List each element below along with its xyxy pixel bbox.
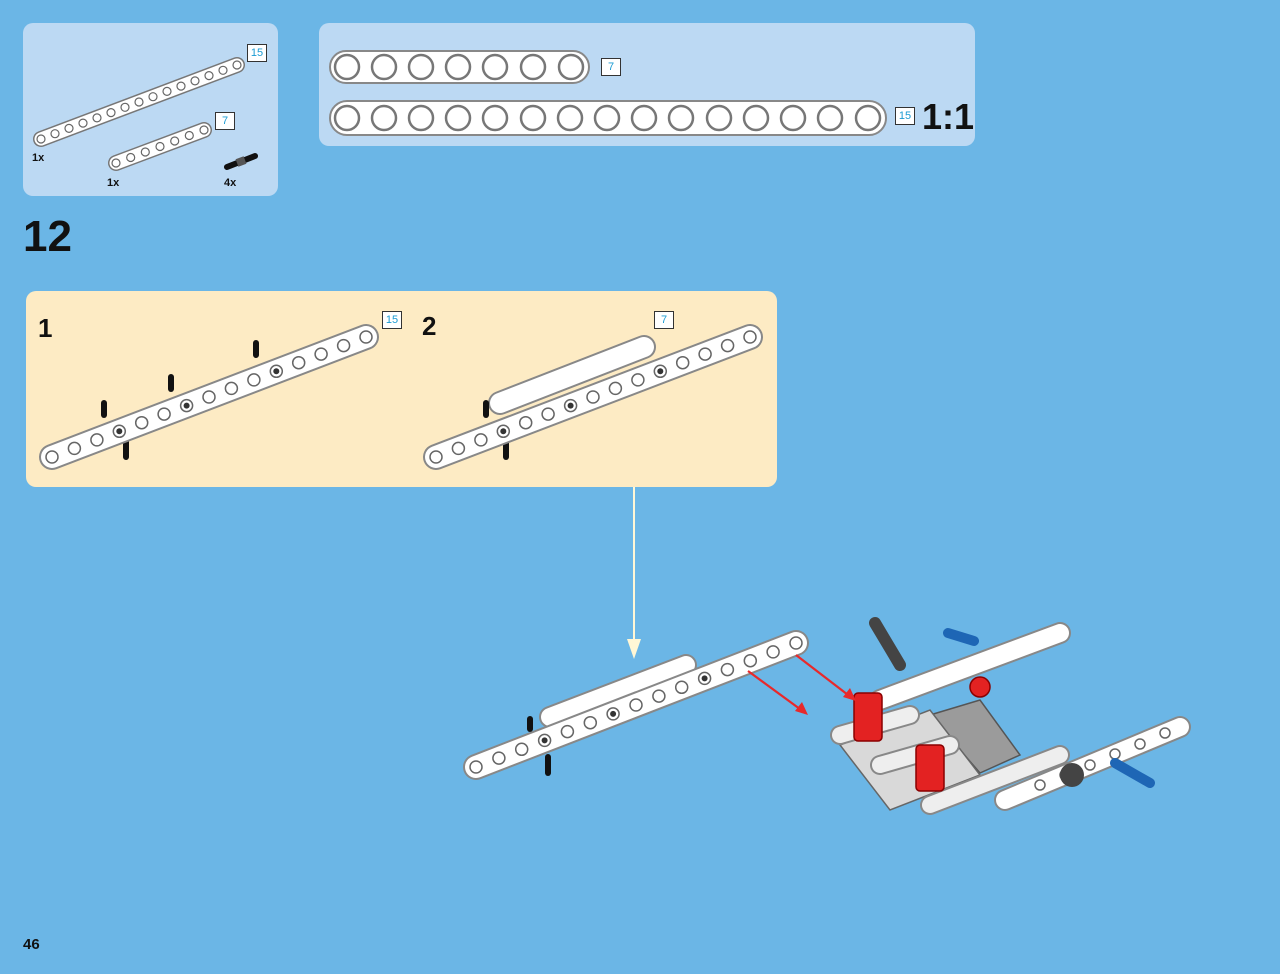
ruler-illustration [329, 50, 887, 136]
beam-15-part [33, 57, 245, 147]
ruler-beam-15 [329, 100, 887, 136]
beam-7-length-label: 7 [215, 112, 235, 130]
substep-2-assembly [423, 324, 763, 470]
beam-15-length-label: 15 [247, 44, 267, 62]
parts-list-illustration [33, 57, 258, 171]
substep-1-assembly [39, 324, 379, 470]
ruler-panel: 7 15 1:1 [319, 23, 975, 146]
substeps-panel: 1 15 2 7 [26, 291, 777, 487]
page-number: 46 [23, 936, 40, 953]
substeps-illustration [39, 324, 763, 470]
ruler-beam-15-length: 15 [895, 107, 915, 125]
placement-arrows [747, 654, 856, 715]
pin-quantity: 4x [224, 177, 237, 189]
main-assembly-illustration [463, 617, 1191, 815]
parts-list-panel: 15 7 1x 1x 4x [23, 23, 278, 196]
substep-2-length-label: 7 [654, 311, 674, 329]
substep-result-arrow [627, 487, 641, 659]
model-left-beam-15 [463, 630, 809, 780]
substep-2-number: 2 [422, 311, 437, 341]
beam-7-quantity: 1x [107, 177, 120, 189]
step-number: 12 [23, 212, 72, 261]
model-red-connectors [853, 676, 991, 792]
ruler-beam-7-length: 7 [601, 58, 621, 76]
model-blue-pin-top [943, 628, 979, 646]
substep-1-number: 1 [38, 313, 53, 343]
friction-pin-part [224, 153, 258, 170]
ruler-beam-7 [329, 50, 590, 84]
beam-15-quantity: 1x [32, 152, 45, 164]
model-upper-right-beam [869, 622, 1071, 711]
ruler-scale-label: 1:1 [922, 96, 975, 137]
substep-1-length-label: 15 [382, 311, 402, 329]
beam-7-part [108, 122, 212, 171]
model-dark-pin [869, 617, 906, 671]
model-left-beam-7 [539, 654, 697, 728]
model-lower-right-beam [994, 716, 1191, 811]
